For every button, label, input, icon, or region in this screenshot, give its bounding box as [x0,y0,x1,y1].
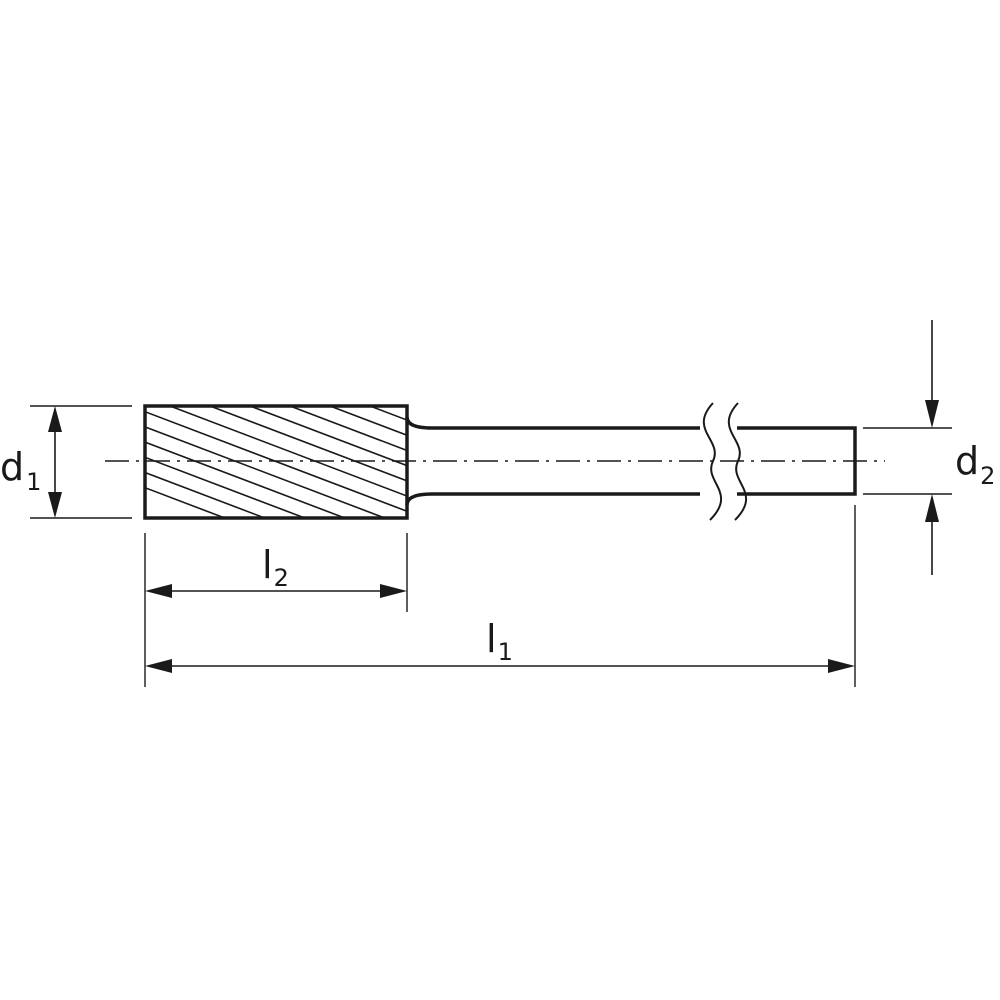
arrow-down-icon [925,400,939,428]
break-marks [702,402,748,521]
arrow-left-icon [145,659,172,673]
dimension-d2 [925,320,939,575]
label-l2: l2 [262,543,289,592]
arrow-right-icon [380,584,407,598]
cutting-head [143,404,409,520]
arrow-right-icon [828,659,855,673]
arrow-down-icon [48,492,62,518]
arrow-up-icon [925,494,939,522]
shank [405,416,857,506]
label-d1: d1 [0,445,41,496]
extension-lines [30,405,952,687]
arrow-left-icon [145,584,172,598]
dimension-l2 [145,584,407,598]
label-l1: l1 [486,617,513,666]
label-d2: d2 [955,439,995,490]
arrow-up-icon [48,406,62,432]
flute-hatching [145,406,407,518]
dimension-l1 [145,659,855,673]
dimension-d1 [48,406,62,518]
